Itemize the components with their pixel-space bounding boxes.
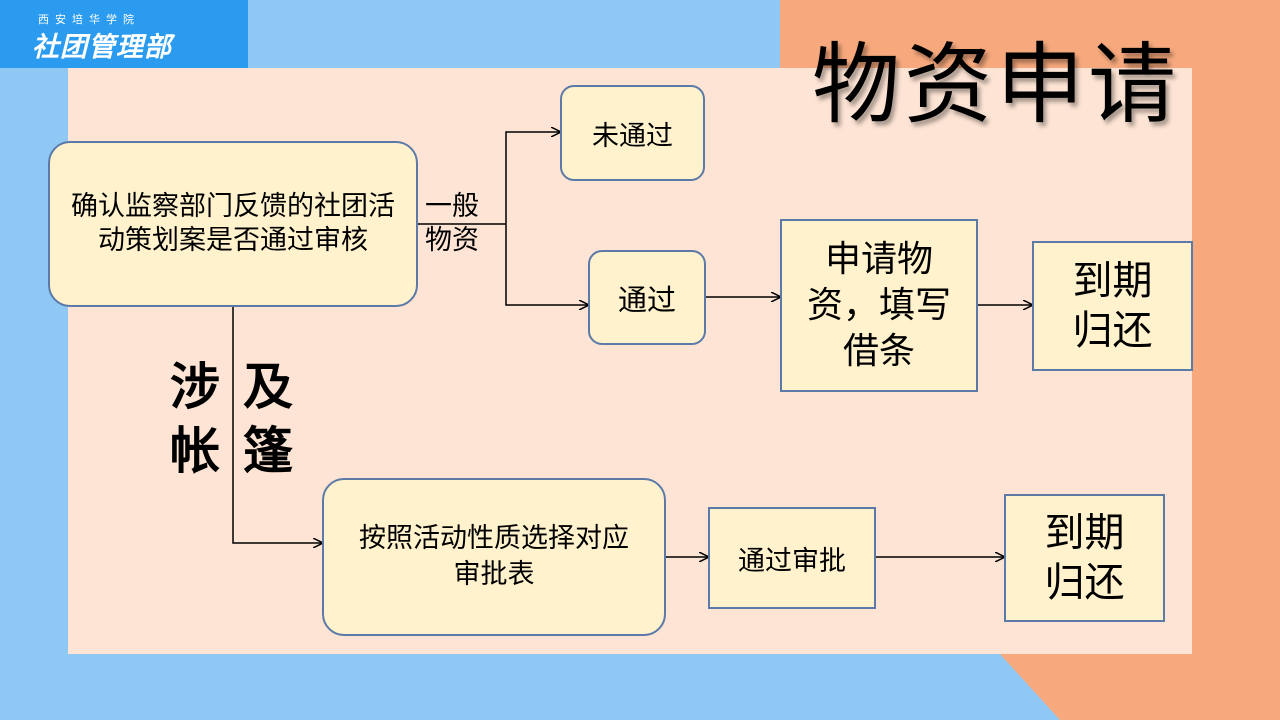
node-approved-text: 通过审批 xyxy=(738,545,846,577)
label-tent-char2: 篷 xyxy=(243,422,293,480)
node-apply-materials-text: 申请物资，填写借条 xyxy=(806,238,951,372)
node-rejected-text: 未通过 xyxy=(592,120,673,152)
club-logo: 西安培华学院 社团管理部 xyxy=(0,0,248,68)
logo-title: 社团管理部 xyxy=(32,32,172,63)
node-confirm-review: 确认监察部门反馈的社团活动策划案是否通过审核 xyxy=(48,141,418,307)
node-approved: 通过审批 xyxy=(708,507,876,609)
label-general-materials: 一般 物资 xyxy=(425,190,479,258)
connector-to-select-form xyxy=(232,307,322,543)
node-select-approval-form-text: 按照活动性质选择对应审批表 xyxy=(359,523,629,590)
connector-to-rejected xyxy=(505,132,560,224)
node-apply-materials: 申请物资，填写借条 xyxy=(780,219,978,392)
node-passed: 通过 xyxy=(588,250,706,345)
node-return-bottom: 到期归还 xyxy=(1004,494,1165,622)
connector-to-passed xyxy=(505,224,588,305)
logo-subtitle: 西安培华学院 xyxy=(38,13,140,26)
node-rejected: 未通过 xyxy=(560,85,705,181)
node-return-top-text: 到期归还 xyxy=(1072,258,1153,354)
node-select-approval-form: 按照活动性质选择对应审批表 xyxy=(322,478,666,636)
node-return-top: 到期归还 xyxy=(1032,241,1193,371)
label-tent-char1: 及 xyxy=(243,358,293,416)
label-involves-char1: 涉 xyxy=(170,358,220,416)
label-general-line2: 物资 xyxy=(425,225,479,256)
label-tent: 及 篷 xyxy=(243,355,293,483)
node-passed-text: 通过 xyxy=(617,282,676,317)
label-general-line1: 一般 xyxy=(425,191,479,222)
label-involves-char2: 帐 xyxy=(170,422,220,480)
page-title: 物资申请 xyxy=(812,33,1181,136)
node-return-bottom-text: 到期归还 xyxy=(1044,510,1125,606)
label-involves: 涉 帐 xyxy=(170,355,220,483)
node-confirm-review-text: 确认监察部门反馈的社团活动策划案是否通过审核 xyxy=(71,191,395,256)
